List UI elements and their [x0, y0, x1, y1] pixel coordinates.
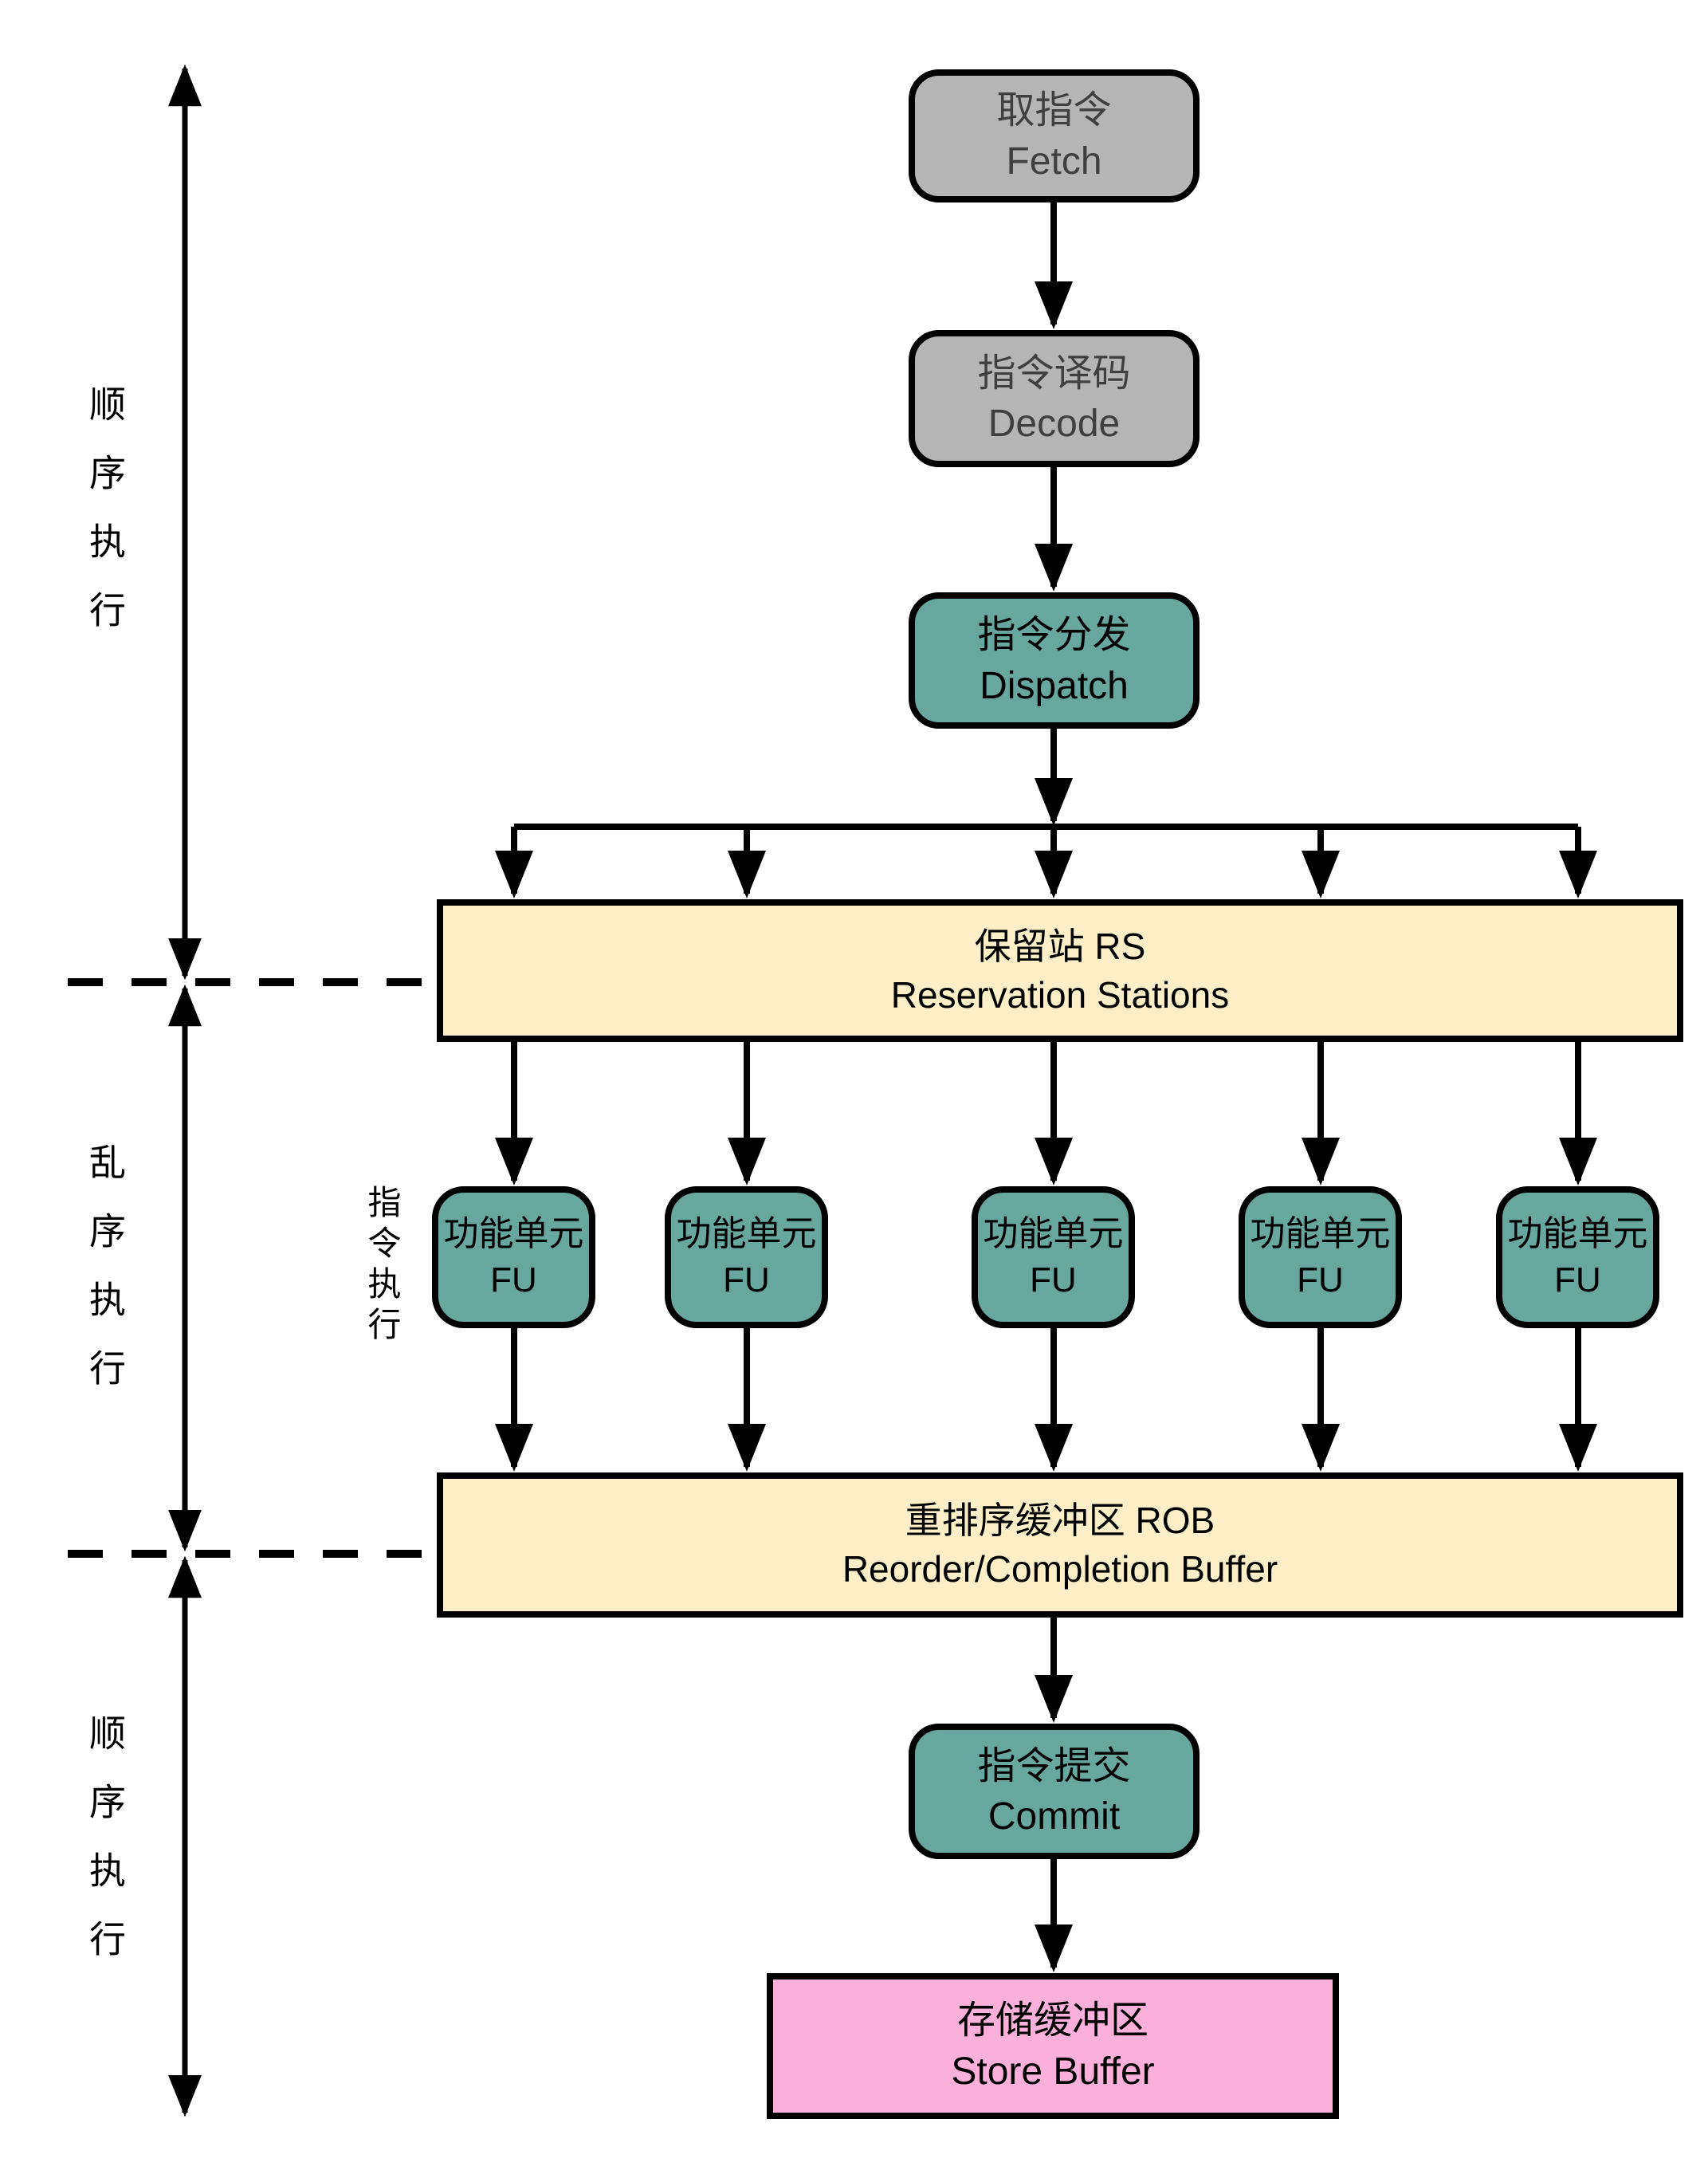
node-functional-unit-4: 功能单元 FU	[1239, 1186, 1402, 1328]
pipeline-arrows	[495, 202, 1597, 1972]
node-fu2-label-en: FU	[723, 1260, 770, 1299]
node-fu3-label-zh: 功能单元	[983, 1213, 1124, 1253]
node-fu2-label-zh: 功能单元	[676, 1213, 817, 1253]
node-store-label-en: Store Buffer	[951, 2050, 1155, 2093]
node-decode-label-en: Decode	[987, 403, 1121, 445]
node-commit-label-en: Commit	[987, 1795, 1121, 1838]
node-decode: 指令译码 Decode	[909, 330, 1200, 467]
node-store-label-zh: 存储缓冲区	[956, 1999, 1148, 2042]
node-dispatch-label-en: Dispatch	[980, 664, 1129, 707]
node-fetch: 取指令 Fetch	[909, 69, 1200, 202]
node-functional-unit-5: 功能单元 FU	[1496, 1186, 1659, 1328]
node-fu4-label-zh: 功能单元	[1250, 1213, 1391, 1253]
node-reorder-buffer: 重排序缓冲区 ROB Reorder/Completion Buffer	[437, 1472, 1683, 1618]
node-rob-label-zh: 重排序缓冲区 ROB	[905, 1500, 1215, 1542]
node-rs-label-en: Reservation Stations	[890, 973, 1230, 1016]
node-decode-label-zh: 指令译码	[977, 352, 1131, 395]
node-fu1-label-en: FU	[490, 1260, 537, 1299]
node-fu1-label-zh: 功能单元	[443, 1213, 584, 1253]
fu-row-label-instruction-execute: 指令执行	[363, 1185, 401, 1347]
node-functional-unit-3: 功能单元 FU	[972, 1186, 1135, 1328]
node-dispatch: 指令分发 Dispatch	[909, 592, 1200, 729]
node-rob-label-en: Reorder/Completion Buffer	[842, 1548, 1278, 1590]
phase-label-in-order-bottom: 顺序执行	[84, 1714, 126, 1988]
node-functional-unit-1: 功能单元 FU	[432, 1186, 595, 1328]
node-fetch-label-zh: 取指令	[996, 89, 1112, 132]
phase-label-out-of-order: 乱序执行	[84, 1143, 126, 1417]
node-reservation-stations: 保留站 RS Reservation Stations	[437, 899, 1683, 1042]
node-fu3-label-en: FU	[1030, 1260, 1077, 1299]
node-functional-unit-2: 功能单元 FU	[665, 1186, 828, 1328]
node-fu5-label-en: FU	[1554, 1260, 1601, 1299]
node-fu4-label-en: FU	[1297, 1260, 1344, 1299]
node-fu5-label-zh: 功能单元	[1507, 1213, 1648, 1253]
node-dispatch-label-zh: 指令分发	[977, 614, 1131, 657]
node-commit: 指令提交 Commit	[909, 1724, 1200, 1859]
node-fetch-label-en: Fetch	[1006, 140, 1102, 183]
node-store-buffer: 存储缓冲区 Store Buffer	[767, 1973, 1339, 2119]
node-commit-label-zh: 指令提交	[977, 1744, 1131, 1787]
phase-label-in-order-top: 顺序执行	[84, 385, 126, 659]
node-rs-label-zh: 保留站 RS	[974, 925, 1146, 967]
